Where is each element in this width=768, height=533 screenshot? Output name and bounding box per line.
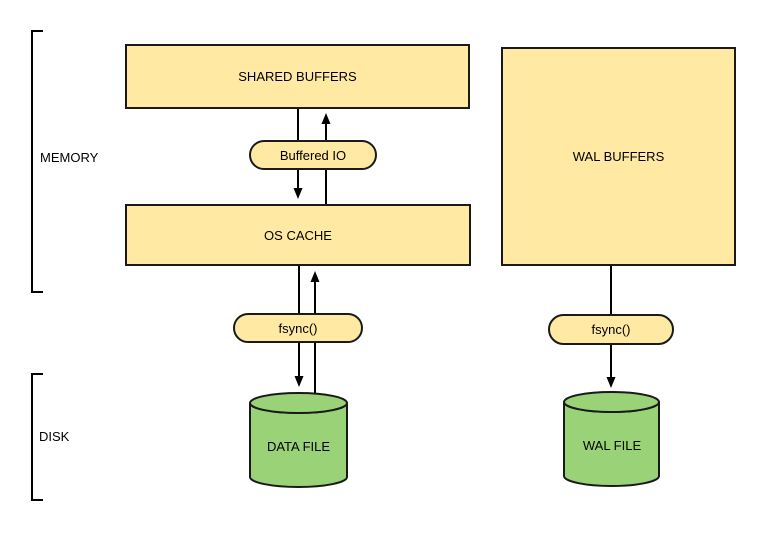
memory-bracket bbox=[31, 30, 43, 293]
shared-buffers-label: SHARED BUFFERS bbox=[238, 69, 357, 84]
fsync-wal-label: fsync() bbox=[591, 322, 631, 337]
shared-buffers-box: SHARED BUFFERS bbox=[125, 44, 470, 109]
os-cache-label: OS CACHE bbox=[264, 227, 332, 243]
wal-buffers-label: WAL BUFFERS bbox=[572, 149, 665, 164]
arrowhead-oscache-to-datafile bbox=[294, 376, 304, 387]
disk-bracket bbox=[31, 373, 43, 501]
wal-file-label: WAL FILE bbox=[582, 438, 642, 453]
arrowhead-shared-to-oscache bbox=[293, 188, 303, 199]
fsync-data-label: fsync() bbox=[278, 320, 318, 336]
buffered-io-pill: Buffered IO bbox=[249, 140, 377, 170]
os-cache-box: OS CACHE bbox=[125, 204, 471, 266]
buffered-io-label: Buffered IO bbox=[279, 147, 347, 163]
arrowhead-walbuffers-to-walfile bbox=[606, 377, 616, 388]
memory-group-label: MEMORY bbox=[40, 150, 99, 165]
wal-buffers-box: WAL BUFFERS bbox=[501, 47, 736, 266]
disk-group-label: DISK bbox=[39, 429, 70, 444]
fsync-wal-pill: fsync() bbox=[548, 314, 674, 345]
arrowhead-datafile-to-oscache bbox=[310, 271, 320, 282]
arrowhead-oscache-to-shared bbox=[321, 113, 331, 124]
data-file-label: DATA FILE bbox=[266, 439, 331, 454]
fsync-data-pill: fsync() bbox=[233, 313, 363, 343]
